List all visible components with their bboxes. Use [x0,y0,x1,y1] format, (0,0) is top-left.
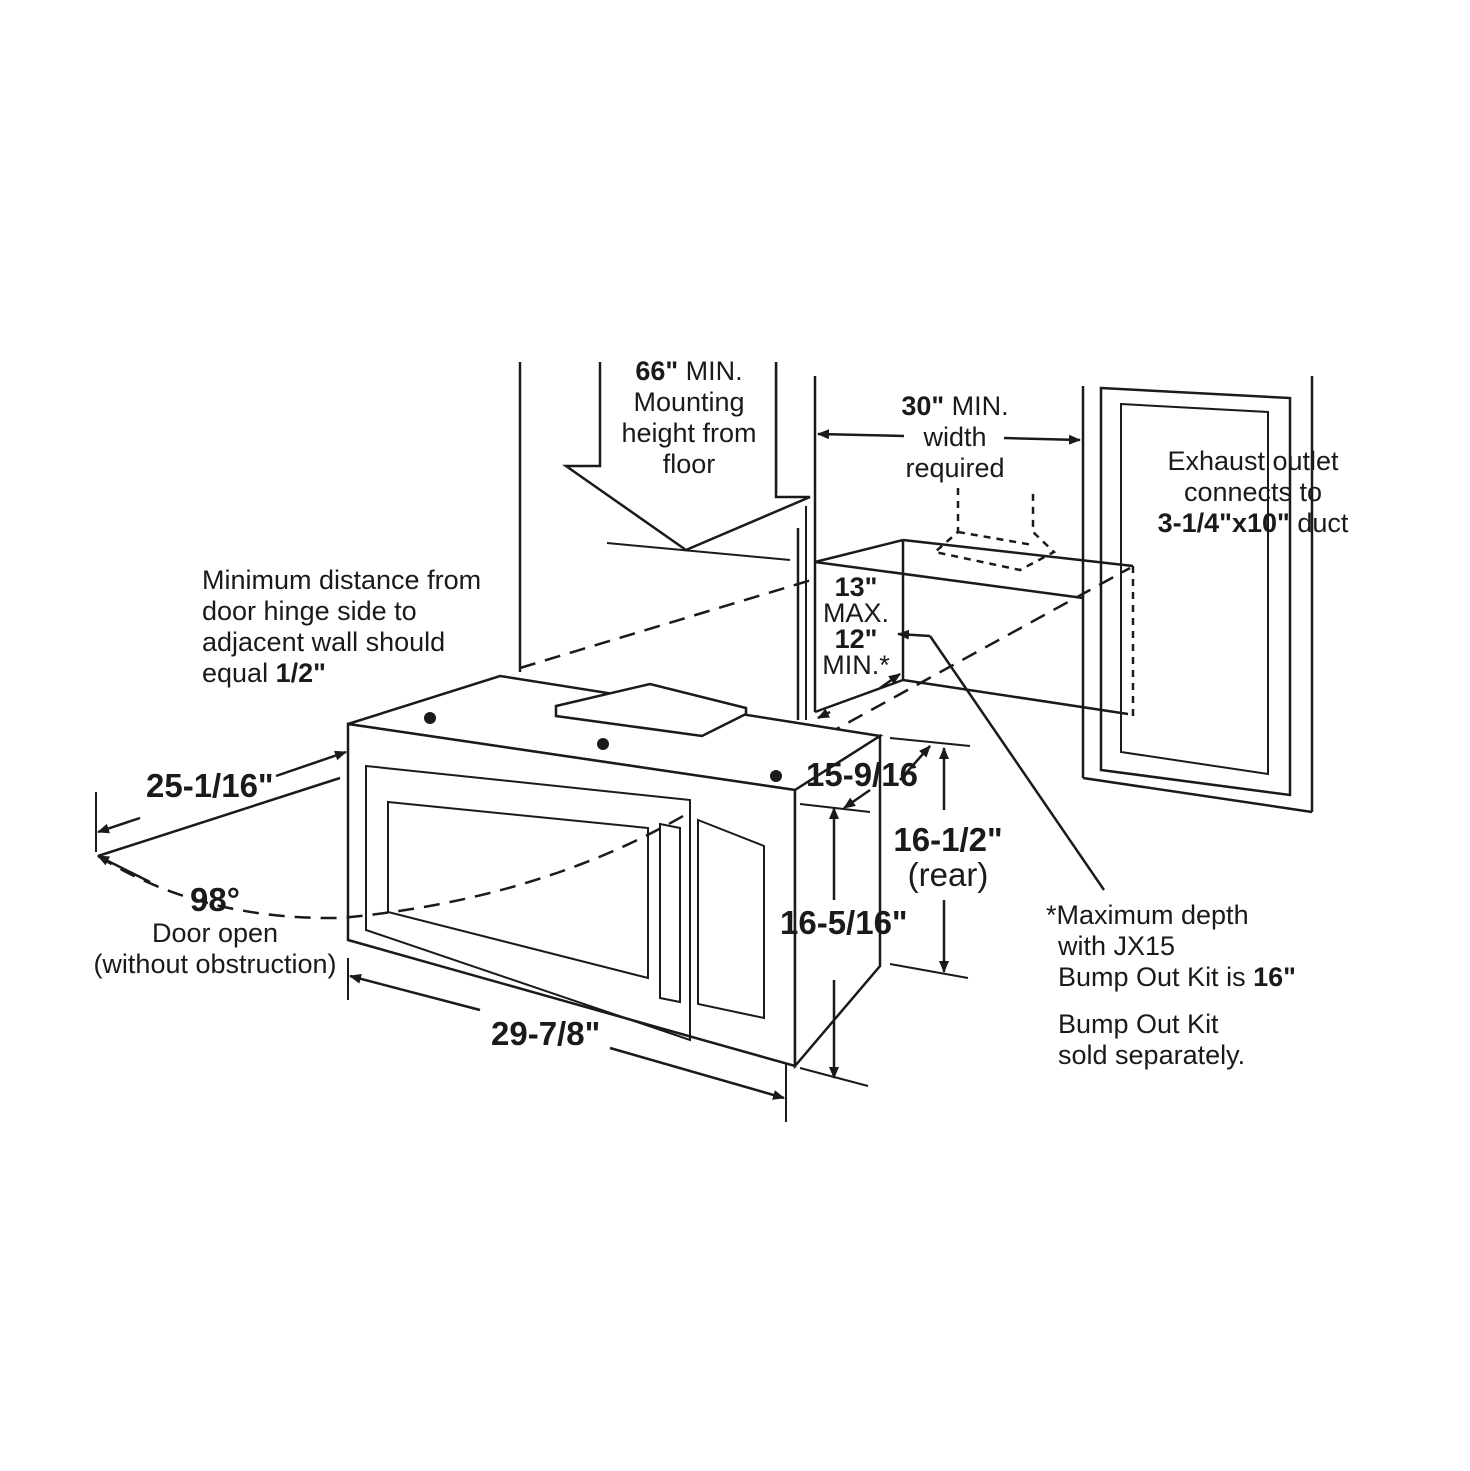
duct-size: 3-1/4"x10" [1157,508,1290,538]
hinge-note-line3: adjacent wall should [202,627,446,657]
bump-note-line1: *Maximum depth [1046,900,1249,930]
mounting-height-arrow [562,362,811,552]
bump-note-line3: Bump Out Kit is [1058,962,1246,992]
exhaust-panel [1081,376,1314,814]
mounting-space [519,538,1135,762]
width-dimension: 29-7/8" [491,1015,601,1052]
height-rear-label: 16-1/2" (rear) [886,822,1010,892]
door-open-label: 98° Door open (without obstruction) [84,882,346,980]
clearance-max: MAX. [822,598,889,628]
hinge-distance-note: Minimum distance from door hinge side to… [202,565,481,689]
rear-label: (rear) [907,856,989,893]
width-required-label: 30" MIN. width required [880,391,1030,484]
bump-note-line2: with JX15 [1058,931,1176,961]
door-depth-dimension: 25-1/16" [146,767,274,804]
duct-word: duct [1297,508,1349,538]
height-front-dimension: 16-5/16" [780,904,908,941]
exhaust-label: Exhaust outlet connects to 3-1/4"x10" du… [1140,446,1366,539]
hinge-note-line2: door hinge side to [202,596,417,626]
clearance-label: 13" MAX. 12" MIN.* [818,572,894,680]
mounting-height-label: 66" MIN. Mounting height from floor [606,356,772,480]
mounting-height-line3: floor [662,449,716,479]
hinge-note-line1: Minimum distance from [202,565,482,595]
exhaust-line2: connects to [1183,477,1323,507]
hinge-note-value: 1/2" [275,658,326,688]
mounting-height-min: MIN. [685,356,743,386]
clearance-max-value: 13" [834,572,878,602]
mounting-height-line2: height from [621,418,757,448]
mounting-height-value: 66" [635,356,679,386]
duct-outline [932,488,1057,572]
width-line2: required [905,453,1005,483]
clearance-min: MIN.* [822,650,890,680]
width-line1: width [923,422,987,452]
width-value: 30" [901,391,945,421]
door-open-line1: Door open [151,918,279,948]
microwave-body [346,674,884,1070]
hinge-note-line4: equal [202,658,269,688]
width-min: MIN. [951,391,1009,421]
door-open-line2: (without obstruction) [93,949,337,979]
dimension-lines [95,429,1106,1122]
exhaust-line1: Exhaust outlet [1167,446,1339,476]
depth-top-dimension: 15-9/16 [806,756,918,793]
bump-note-line5: sold separately. [1058,1040,1246,1070]
mounting-height-line1: Mounting [633,387,745,417]
door-open-angle: 98° [190,881,240,918]
clearance-min-value: 12" [834,624,878,654]
bump-out-note: *Maximum depth with JX15 Bump Out Kit is… [1046,900,1296,1071]
height-rear-dimension: 16-1/2" [893,821,1003,858]
bump-note-line4: Bump Out Kit [1058,1009,1219,1039]
bump-note-value: 16" [1253,962,1296,992]
